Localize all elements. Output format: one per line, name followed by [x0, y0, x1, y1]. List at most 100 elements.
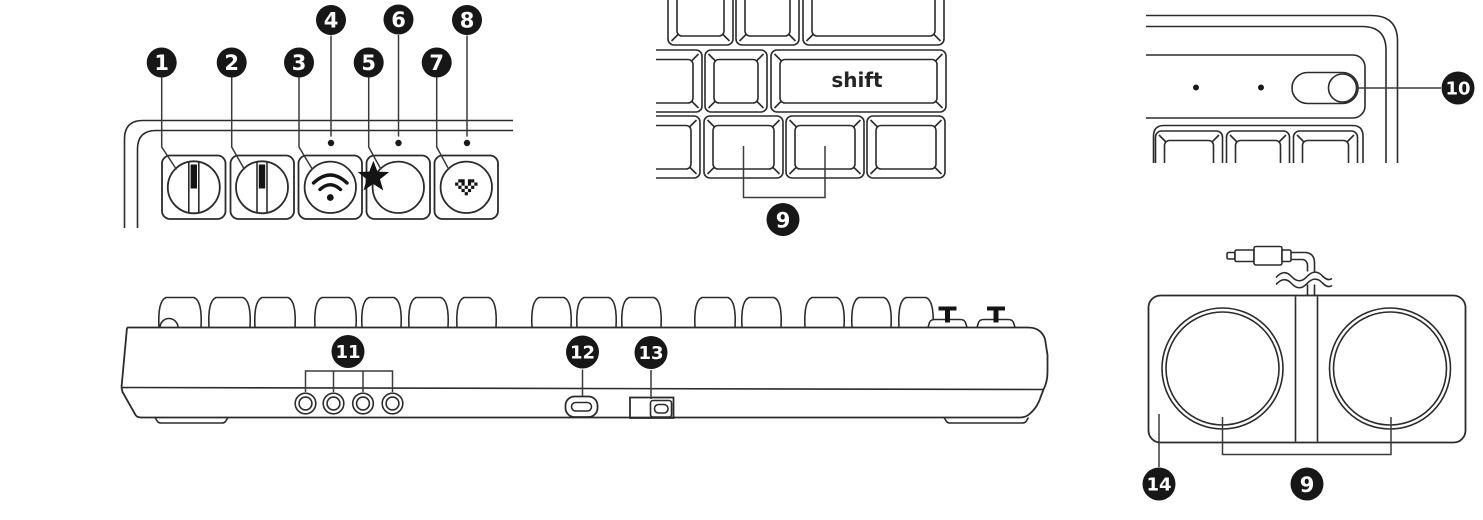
callout-line-7 [435, 77, 450, 171]
jack-bracket [304, 370, 394, 392]
svg-text:11: 11 [335, 342, 360, 363]
wifi-led [327, 139, 335, 147]
case-left-edge [120, 327, 128, 388]
star-icon [357, 160, 390, 191]
audio-jack-2 [322, 392, 345, 415]
callout-line-1 [160, 77, 178, 170]
callout-badge-9-keys: 9 [766, 203, 800, 236]
callout-line-2 [230, 77, 246, 170]
speaker-enclosure [1147, 294, 1467, 444]
rotary-knob-1 [161, 154, 227, 220]
keycap [866, 115, 946, 179]
keycap-profile [360, 296, 403, 328]
callout-badge-2: 2 [216, 47, 247, 78]
case-right-edge [1019, 389, 1045, 419]
keycap-profile [253, 296, 297, 328]
keycaps [1154, 130, 1359, 163]
callout-badge-7: 7 [421, 47, 452, 78]
svg-text:2: 2 [224, 51, 239, 75]
keycap-profile [313, 296, 358, 328]
plug-collar [1234, 249, 1255, 263]
keycap [1292, 130, 1359, 163]
callout-badge-14: 14 [1142, 467, 1176, 501]
keyboard-side-view: 11 12 13 [120, 296, 1049, 424]
callout-badge-11: 11 [331, 335, 365, 368]
pixel-heart-icon [455, 179, 478, 196]
keycap [770, 49, 947, 113]
corner-cluster-toggle: 10 [1146, 14, 1475, 163]
usb-c-port [564, 395, 599, 418]
callout-badge-10: 10 [1441, 71, 1475, 105]
speaker-pad-bracket [1221, 417, 1392, 456]
svg-text:4: 4 [324, 9, 339, 33]
audio-plug-cable [1226, 245, 1333, 295]
audio-jack-4 [381, 392, 404, 415]
callout-badge-5: 5 [353, 47, 384, 78]
callout-line-5 [367, 77, 382, 170]
keycap-profile [897, 296, 935, 328]
cable-break-mark [1275, 278, 1333, 289]
keycap-profile [575, 296, 618, 328]
keycap [667, 0, 734, 46]
callout-badge-8: 8 [452, 5, 482, 35]
cable-break-mark [1275, 271, 1333, 282]
side-knobs [927, 306, 1016, 328]
keycap-profile [803, 296, 846, 328]
svg-text:5: 5 [361, 51, 376, 75]
indicator-led-1 [1193, 84, 1199, 91]
keycap-profile [530, 296, 573, 328]
knob-indicator [190, 164, 197, 189]
svg-text:12: 12 [570, 343, 595, 364]
power-switch [629, 396, 675, 419]
callout-badge-13: 13 [634, 336, 668, 369]
keycap [1225, 130, 1291, 163]
keycap [735, 0, 800, 46]
knob-stem [993, 306, 999, 323]
keycap [1154, 130, 1224, 163]
combo-key-bracket [742, 146, 826, 199]
speaker-pad-right [1328, 307, 1452, 430]
knob-stem [945, 306, 950, 323]
toggle-knob [1327, 73, 1358, 103]
corner-bump [159, 317, 179, 328]
callout-badge-3: 3 [284, 47, 314, 78]
svg-text:10: 10 [1445, 79, 1470, 100]
callout-badge-12: 12 [566, 335, 599, 369]
svg-text:6: 6 [391, 8, 406, 32]
case-bottom-edge [120, 387, 1020, 419]
indicator-strip [1146, 54, 1366, 119]
callout-badge-9-speakers: 9 [1290, 467, 1324, 501]
case-top-edge [127, 326, 1049, 390]
keycap [656, 49, 703, 113]
cable-outer [1291, 251, 1316, 295]
heart-led [463, 139, 471, 147]
plug-neck [1281, 249, 1292, 263]
slide-toggle [1291, 71, 1359, 105]
keycap [656, 115, 701, 179]
wifi-button [297, 154, 363, 220]
svg-text:1: 1 [154, 51, 169, 75]
speaker-unit: 14 9 [1142, 245, 1467, 501]
callout-badge-6: 6 [383, 4, 414, 35]
svg-text:14: 14 [1146, 475, 1171, 496]
keycaps [656, 0, 947, 179]
case-edge-inner [1146, 25, 1387, 163]
shift-key-label: shift [831, 68, 883, 92]
keycap-profile [620, 296, 663, 328]
audio-jack-3 [351, 392, 375, 415]
keycap-profile [850, 296, 893, 328]
keycap [802, 0, 945, 46]
keycap-profile [207, 296, 252, 328]
favorite-led [395, 139, 402, 147]
svg-text:7: 7 [429, 51, 444, 75]
svg-text:13: 13 [638, 343, 663, 364]
keycap-profile [740, 296, 783, 328]
right-foot [943, 417, 1030, 424]
plug-tip [1226, 251, 1236, 260]
keycap-profile [407, 296, 450, 328]
rotary-knob-2 [229, 154, 295, 220]
cable-inner [1291, 258, 1309, 295]
speaker-pad-left [1161, 307, 1284, 430]
svg-text:3: 3 [292, 51, 307, 75]
